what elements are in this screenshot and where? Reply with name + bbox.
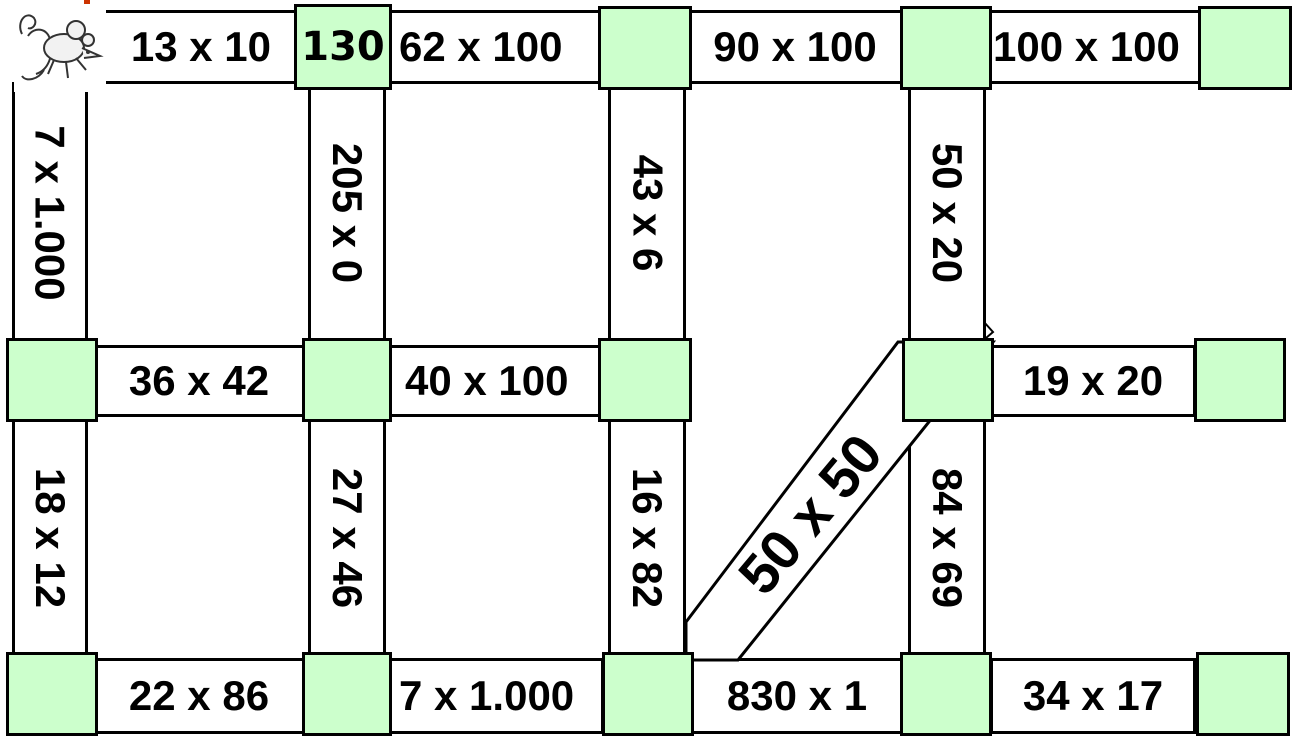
mouse-icon: [14, 0, 106, 92]
answer-node-r0c3[interactable]: [900, 6, 992, 90]
answer-node-r2c2[interactable]: [602, 652, 694, 736]
answer-node-r0c4[interactable]: [1198, 6, 1292, 90]
answer-node-r2c3[interactable]: [900, 652, 992, 736]
answer-node-r1c4[interactable]: [1194, 338, 1286, 422]
answer-node-r2c1[interactable]: [302, 652, 392, 736]
answer-node-r1c1[interactable]: [302, 338, 392, 422]
answer-node-r0c1[interactable]: 130: [294, 4, 392, 90]
answer-node-r2c0[interactable]: [6, 652, 98, 736]
node-answer: 130: [301, 24, 385, 70]
answer-node-r2c4[interactable]: [1196, 652, 1290, 736]
answer-node-r1c0[interactable]: [6, 338, 98, 422]
answer-node-r1c3[interactable]: [902, 338, 994, 422]
answer-node-r1c2[interactable]: [598, 338, 692, 422]
answer-node-r0c2[interactable]: [598, 6, 692, 90]
